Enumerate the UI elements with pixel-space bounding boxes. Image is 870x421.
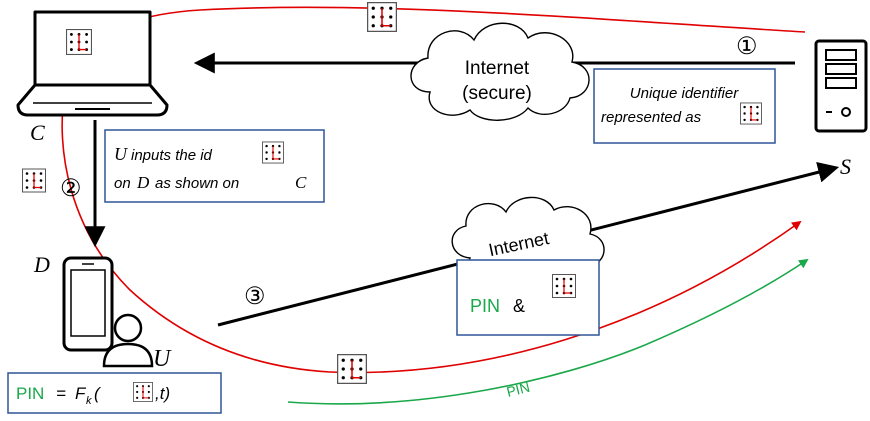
formula-tail: ,t): [155, 384, 170, 403]
input-box-user-symbol: U: [114, 144, 128, 164]
formula-k: k: [86, 395, 92, 407]
red-flow-curve: [61, 6, 806, 374]
green-flow-curve: [287, 258, 809, 405]
step-1-marker: ①: [736, 33, 758, 60]
input-box-line2-suffix: as shown on: [155, 175, 239, 192]
pin-box-pin: PIN: [470, 296, 500, 316]
input-box-device-symbol: D: [136, 173, 150, 192]
pin-box-amp: &: [513, 296, 525, 316]
step-3-marker: ③: [244, 283, 266, 310]
green-curve-pin-label: PIN: [505, 379, 532, 400]
user-label: U: [153, 346, 172, 372]
input-box-line1: inputs the id: [131, 147, 213, 164]
pattern-id-icon-pin: [552, 273, 576, 299]
device-label: D: [33, 252, 50, 277]
cloud-secure-icon: [410, 22, 590, 121]
client-label: C: [30, 120, 45, 145]
user-input-box: [104, 129, 325, 203]
server-icon: [814, 39, 868, 133]
user-icon: [102, 313, 154, 368]
formula-f: F: [75, 384, 87, 403]
server-label: S: [840, 154, 851, 179]
unique-identifier-line2: represented as: [601, 109, 702, 126]
pattern-id-icon-unique: [740, 102, 762, 125]
pattern-id-icon-laptop: [66, 28, 92, 56]
pattern-id-icon-red-top: [367, 2, 397, 32]
input-box-client-symbol: C: [295, 173, 307, 192]
formula-open: (: [94, 384, 102, 403]
cloud-secure-line2: (secure): [462, 83, 532, 104]
laptop-icon: [16, 10, 169, 117]
cloud-secure-line1: Internet: [465, 58, 530, 79]
pattern-id-icon-input: [262, 141, 284, 164]
pattern-id-icon-red-left: [22, 168, 46, 193]
pattern-id-icon-formula: [133, 381, 153, 403]
step-2-marker: ②: [60, 175, 82, 202]
pattern-id-icon-red-bottom: [337, 353, 367, 385]
formula-eq: =: [56, 384, 66, 403]
pin-formula-box: [7, 372, 222, 414]
unique-identifier-line1: Unique identifier: [630, 85, 739, 102]
phone-icon: [62, 256, 114, 352]
input-box-line2-prefix: on: [114, 175, 131, 192]
formula-pin: PIN: [16, 384, 44, 403]
